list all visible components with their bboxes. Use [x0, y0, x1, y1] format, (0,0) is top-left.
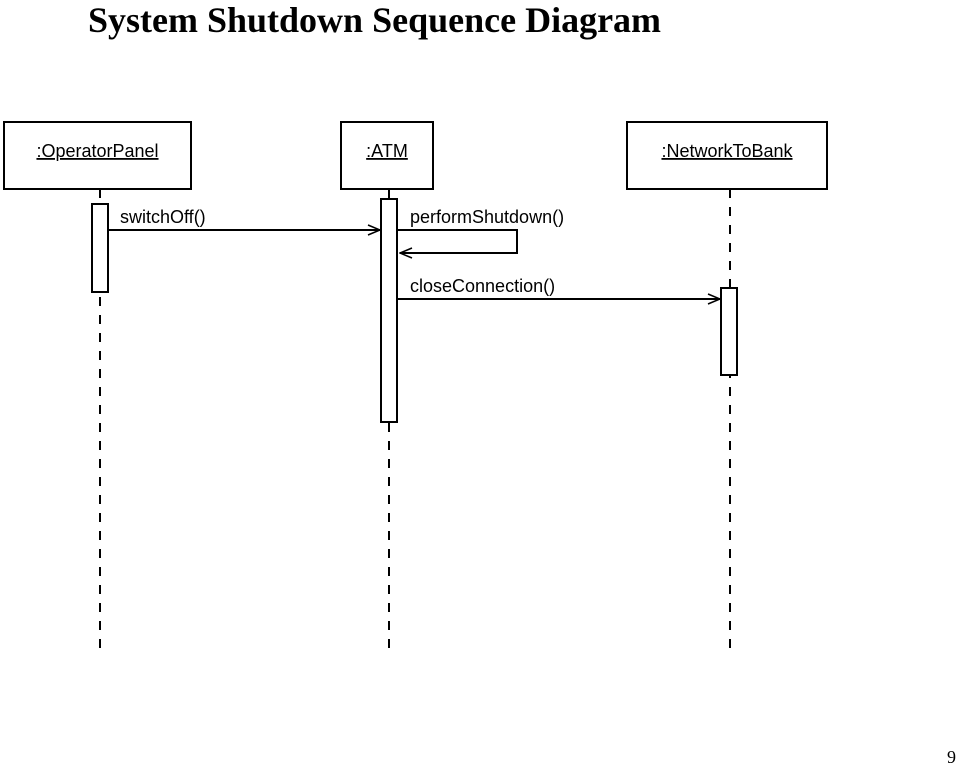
message-label-close-connection: closeConnection() [410, 276, 555, 296]
lifeline-head-atm: :ATM [340, 121, 434, 190]
message-close-connection: closeConnection() [397, 276, 720, 299]
message-label-switch-off: switchOff() [120, 207, 206, 227]
activation-atm [380, 198, 398, 423]
lifeline-head-network-to-bank: :NetworkToBank [626, 121, 828, 190]
message-label-perform-shutdown: performShutdown() [410, 207, 564, 227]
lifeline-head-operator-panel: :OperatorPanel [3, 121, 192, 190]
page-number: 9 [947, 747, 956, 767]
activation-network-to-bank [720, 287, 738, 376]
diagram-title: System Shutdown Sequence Diagram [88, 0, 662, 40]
lifeline-label-network-to-bank: :NetworkToBank [661, 141, 793, 161]
activation-operator-panel [91, 203, 109, 293]
message-switch-off: switchOff() [108, 207, 380, 230]
message-perform-shutdown: performShutdown() [397, 207, 564, 253]
lifeline-label-atm: :ATM [366, 141, 408, 161]
message-arrow-perform-shutdown [397, 229, 518, 253]
lifeline-label-operator-panel: :OperatorPanel [36, 141, 158, 161]
